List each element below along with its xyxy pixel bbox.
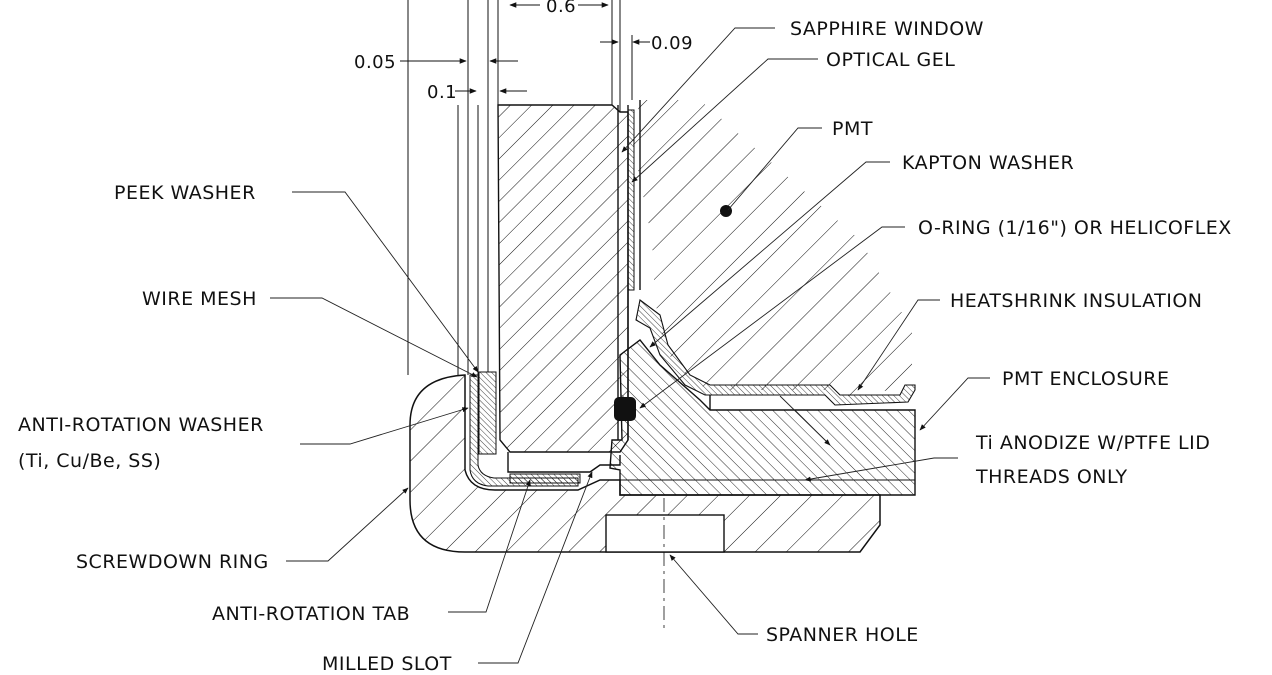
label-ti-anodize-line1: Ti ANODIZE W/PTFE LID (975, 432, 1210, 454)
label-optical-gel: OPTICAL GEL (826, 49, 955, 71)
label-anti-rotation-tab: ANTI-ROTATION TAB (212, 603, 410, 625)
label-peek-washer: PEEK WASHER (114, 182, 256, 204)
sapphire-window-block (497, 104, 629, 453)
label-ti-anodize-line2: THREADS ONLY (975, 466, 1128, 488)
label-screwdown-ring: SCREWDOWN RING (76, 551, 269, 573)
label-o-ring: O-RING (1/16") OR HELICOFLEX (918, 217, 1232, 239)
pmt-dot (720, 205, 732, 217)
label-kapton-washer: KAPTON WASHER (902, 152, 1074, 174)
dimension-lines (400, 2, 650, 94)
label-anti-rotation-washer-line1: ANTI-ROTATION WASHER (18, 414, 264, 436)
screwdown-ring-body (409, 374, 881, 553)
label-anti-rotation-washer-line2: (Ti, Cu/Be, SS) (18, 450, 161, 472)
label-milled-slot: MILLED SLOT (322, 653, 452, 675)
anti-rotation-tab-shape (509, 473, 581, 484)
dim-0-05: 0.05 (354, 52, 396, 73)
peek-washer-shape (478, 371, 497, 455)
kapton-washer-shape (635, 299, 916, 406)
dim-0-1: 0.1 (427, 82, 457, 103)
label-heatshrink: HEATSHRINK INSULATION (950, 290, 1203, 312)
left-wall-lines (407, 0, 633, 375)
label-wire-mesh: WIRE MESH (142, 288, 257, 310)
dim-0-6: 0.6 (546, 0, 576, 17)
label-pmt-enclosure: PMT ENCLOSURE (1002, 368, 1170, 390)
milled-slot-shape (507, 452, 621, 473)
leader-lines (270, 27, 990, 664)
pmt-enclosure-body (609, 339, 916, 496)
dim-0-09: 0.09 (651, 33, 693, 54)
label-sapphire-window: SAPPHIRE WINDOW (790, 18, 984, 40)
optical-gel-layer (627, 109, 635, 291)
label-pmt: PMT (832, 118, 873, 140)
label-spanner-hole: SPANNER HOLE (766, 624, 919, 646)
o-ring-shape (614, 397, 636, 421)
